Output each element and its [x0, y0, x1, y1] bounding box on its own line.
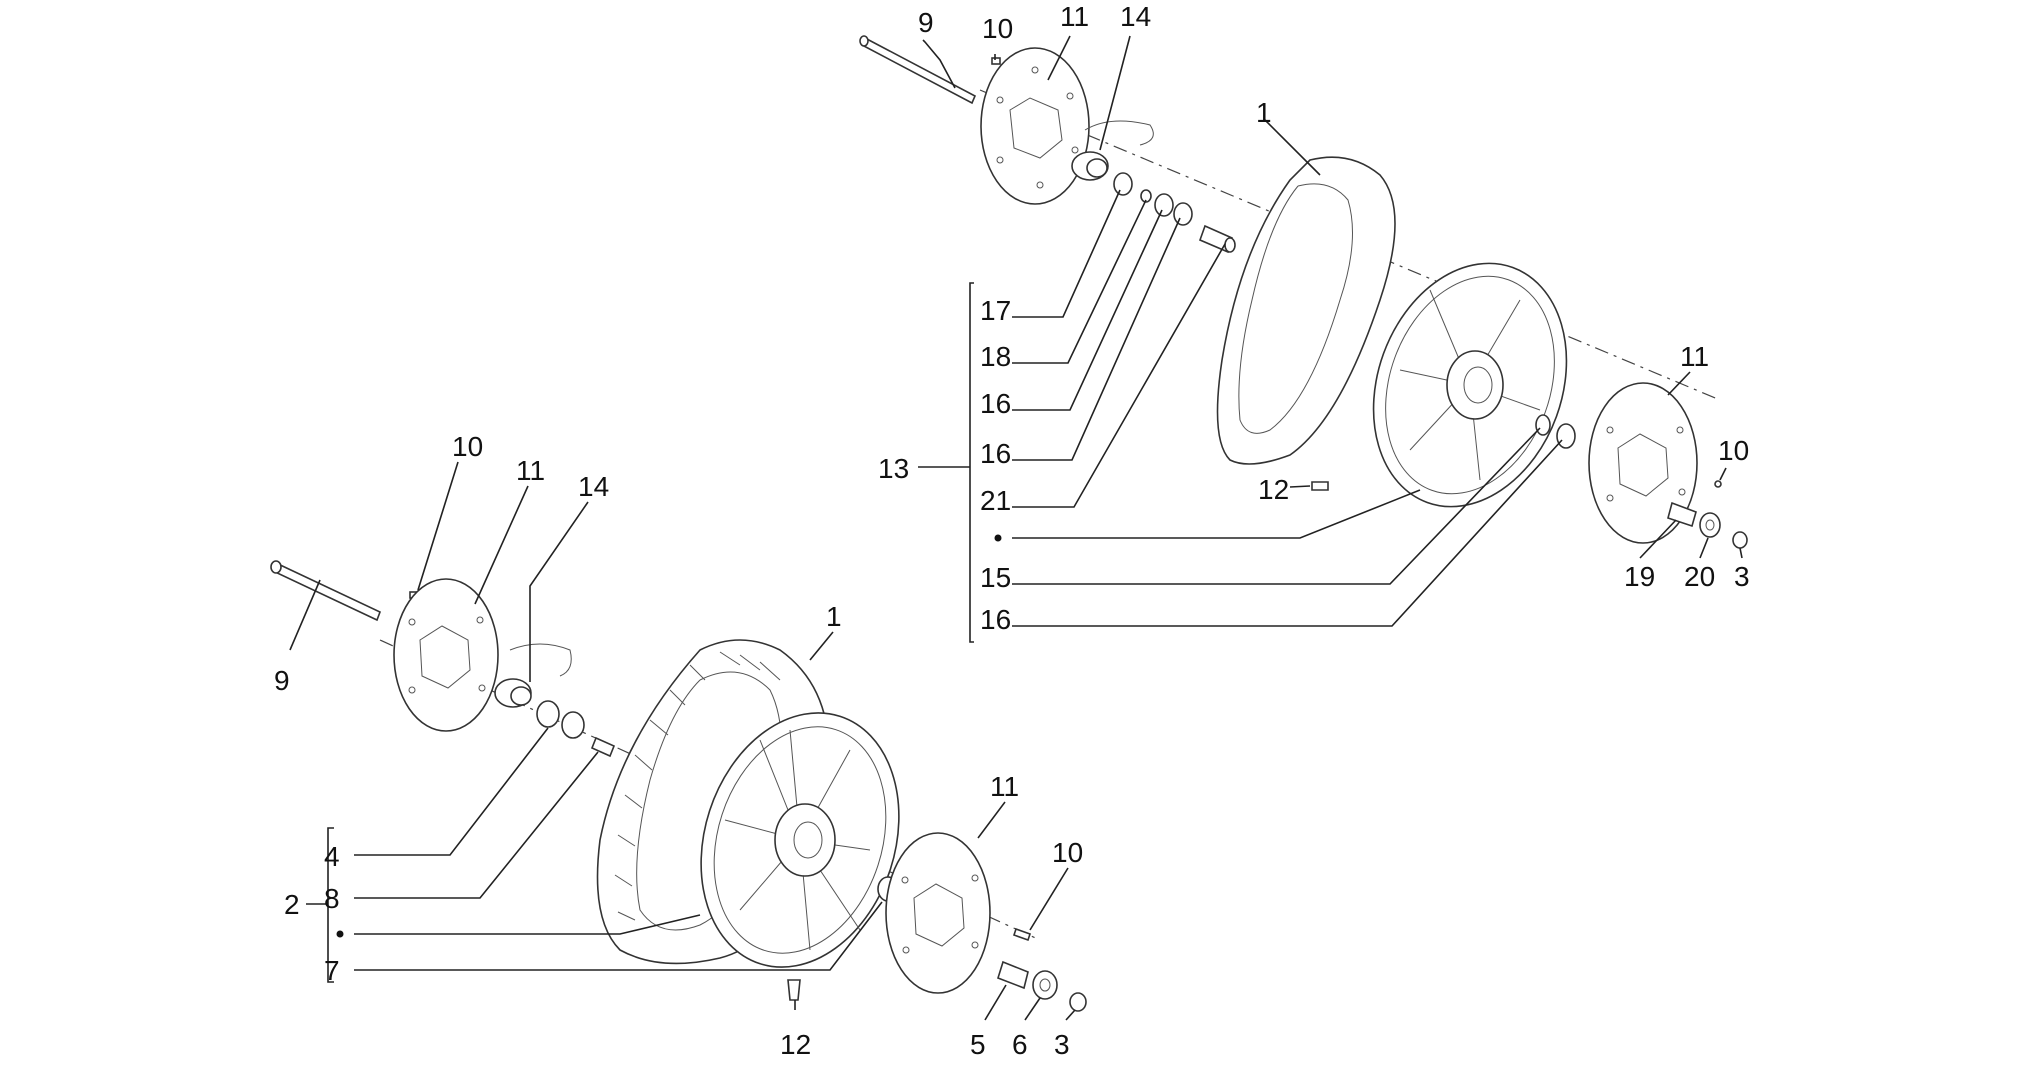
- upper-bearing-stack: [1113, 172, 1236, 254]
- lower-leader-10: [417, 461, 459, 591]
- upper-label-9: 9: [918, 7, 934, 38]
- upper-label-16c: 16: [980, 604, 1011, 635]
- upper-label-21: 21: [980, 485, 1011, 516]
- upper-brake-disc-part: [980, 47, 1090, 205]
- upper-axle-part: [859, 35, 977, 105]
- upper-label-19: 19: [1624, 561, 1655, 592]
- lower-label-11-right: 11: [990, 771, 1019, 802]
- lower-leader-1: [809, 631, 834, 661]
- upper-valve-part: [1311, 481, 1329, 491]
- upper-leader-20: [1699, 537, 1709, 559]
- upper-leader-15: [1012, 427, 1541, 585]
- upper-leader-16c: [1012, 439, 1563, 627]
- upper-hub-part: [1071, 120, 1154, 181]
- lower-leader-11-right: [977, 801, 1006, 839]
- lower-wheel-assembly: 10 11 14 9 1 4 2 8 7 12 11 10 5 6 3: [270, 431, 1087, 1060]
- upper-label-3: 3: [1734, 561, 1750, 592]
- lower-label-10: 10: [452, 431, 483, 462]
- lower-bracket-2: [327, 827, 334, 983]
- lower-bearing-stack: [536, 700, 616, 758]
- upper-rim-part: [1372, 262, 1568, 508]
- upper-label-10: 10: [982, 13, 1013, 44]
- upper-label-14: 14: [1120, 1, 1151, 32]
- lower-label-14: 14: [578, 471, 609, 502]
- lower-label-4: 4: [324, 841, 340, 872]
- upper-label-15: 15: [980, 562, 1011, 593]
- lower-leader-8: [354, 751, 599, 899]
- lower-leader-3: [1065, 1009, 1076, 1021]
- upper-label-18: 18: [980, 341, 1011, 372]
- upper-leader-14: [1099, 35, 1131, 151]
- upper-label-20: 20: [1684, 561, 1715, 592]
- lower-label-11: 11: [516, 455, 545, 486]
- upper-bracket-13: [969, 282, 974, 643]
- upper-label-12: 12: [1258, 474, 1289, 505]
- upper-leader-rim: [1012, 489, 1421, 539]
- upper-right-bolt-part: [1714, 480, 1722, 488]
- upper-bolt-part: [991, 57, 1001, 65]
- lower-leader-5: [984, 984, 1007, 1021]
- lower-leader-rim: [354, 914, 701, 935]
- upper-leader-11-right: [1667, 371, 1691, 396]
- upper-label-13: 13: [878, 453, 909, 484]
- upper-bullet: [994, 534, 1002, 542]
- upper-leader-16a: [1012, 209, 1163, 411]
- upper-label-11-right: 11: [1680, 341, 1709, 372]
- lower-leader-4: [354, 727, 549, 856]
- lower-leader-9: [289, 579, 321, 651]
- upper-label-10-right: 10: [1718, 435, 1749, 466]
- lower-leader-6: [1024, 997, 1041, 1021]
- lower-label-1: 1: [826, 601, 842, 632]
- lower-right-brake-disc-part: [885, 832, 991, 994]
- lower-rim-part: [700, 712, 900, 968]
- lower-label-3: 3: [1054, 1029, 1070, 1060]
- lower-label-6: 6: [1012, 1029, 1028, 1060]
- upper-leader-21: [1012, 243, 1226, 508]
- lower-label-10-right: 10: [1052, 837, 1083, 868]
- lower-label-5: 5: [970, 1029, 986, 1060]
- upper-label-17: 17: [980, 295, 1011, 326]
- upper-leader-19: [1639, 519, 1677, 559]
- upper-leader-18: [1012, 199, 1147, 364]
- lower-hub-part: [494, 643, 572, 708]
- lower-valve-part: [787, 979, 801, 1001]
- upper-label-11: 11: [1060, 1, 1089, 32]
- upper-leader-17: [1012, 189, 1121, 318]
- lower-leader-14: [529, 501, 589, 682]
- upper-wheel-assembly: 9 10 11 14 1 13 17 18 16 16 21 15 16 12 …: [859, 1, 1750, 643]
- upper-leader-9: [922, 39, 956, 89]
- upper-leader-16b: [1012, 217, 1181, 461]
- upper-leader-11: [1047, 35, 1071, 81]
- upper-label-16a: 16: [980, 388, 1011, 419]
- upper-leader-10-right: [1719, 467, 1727, 481]
- upper-right-bearings: [1535, 414, 1576, 449]
- upper-leader-12: [1289, 485, 1311, 488]
- lower-axle-part: [270, 560, 382, 622]
- lower-label-8: 8: [324, 883, 340, 914]
- lower-leader-7: [354, 901, 883, 971]
- upper-axis-centerline: [979, 89, 1721, 401]
- upper-tire-part: [1216, 156, 1396, 465]
- lower-right-bolt-part: [1012, 927, 1032, 942]
- upper-leader-1: [1264, 119, 1321, 176]
- lower-label-12: 12: [780, 1029, 811, 1060]
- lower-leader-11: [474, 485, 529, 605]
- upper-right-brake-disc-part: [1588, 382, 1698, 544]
- lower-brake-disc-part: [393, 578, 499, 732]
- lower-leader-10-right: [1029, 867, 1069, 931]
- lower-label-2: 2: [284, 889, 300, 920]
- lower-bullet: [336, 930, 344, 938]
- lower-label-9: 9: [274, 665, 290, 696]
- upper-label-16b: 16: [980, 438, 1011, 469]
- lower-spacer-washer-nut: [997, 960, 1087, 1012]
- upper-label-1: 1: [1256, 97, 1272, 128]
- upper-leader-3: [1739, 547, 1743, 559]
- lower-label-7: 7: [324, 955, 340, 986]
